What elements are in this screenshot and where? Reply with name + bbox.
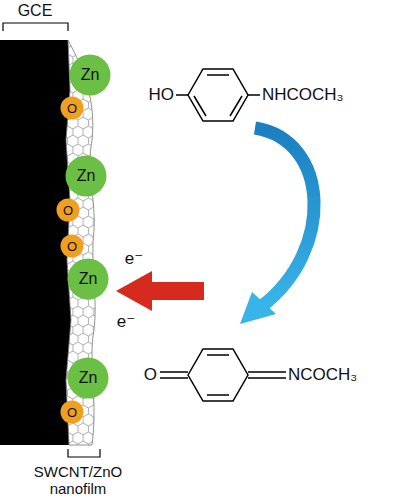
atom-symbol: Zn (77, 167, 96, 185)
atom-text-holder: O (60, 400, 84, 424)
atom-text-holder: Zn (67, 258, 109, 300)
reaction-arrow (255, 128, 314, 306)
zinc-atom: Zn (67, 357, 109, 399)
atom-circle (68, 259, 109, 300)
zinc-atom: Zn (67, 258, 109, 300)
atom-circle (61, 401, 84, 424)
electrode-label: GCE (18, 2, 53, 20)
zinc-atom: Zn (69, 54, 111, 96)
oxygen-atom: O (56, 198, 80, 222)
atom-symbol: O (67, 239, 77, 254)
film-label: SWCNT/ZnO nanofilm (30, 463, 126, 498)
atom-symbol: O (63, 203, 73, 218)
atom-circle (57, 199, 80, 222)
amide-group: NHCOCH₃ (262, 85, 344, 105)
paracetamol-ring (176, 69, 260, 121)
hydroxyl-group: HO (149, 85, 175, 105)
electron-label: e⁻ (125, 249, 143, 269)
atom-symbol: Zn (81, 66, 100, 84)
atom-text-holder: Zn (65, 155, 107, 197)
atom-circle (70, 55, 111, 96)
film-bracket (68, 449, 100, 457)
imine-group: NCOCH₃ (288, 365, 357, 385)
atom-symbol: Zn (79, 270, 98, 288)
atom-text-holder: Zn (67, 357, 109, 399)
atom-text-holder: Zn (69, 54, 111, 96)
electron-arrow (152, 282, 204, 300)
napqi-ring (160, 349, 286, 401)
reaction-arrowhead (240, 292, 276, 324)
atom-symbol: O (67, 405, 77, 420)
oxygen-atom: O (60, 234, 84, 258)
atom-text-holder: O (60, 234, 84, 258)
oxygen-atom: O (60, 400, 84, 424)
gce-electrode (0, 40, 71, 445)
atom-text-holder: O (60, 96, 84, 120)
oxygen-atom: O (60, 96, 84, 120)
atom-circle (66, 156, 107, 197)
atom-circle (61, 97, 84, 120)
atom-circle (68, 358, 109, 399)
carbonyl-oxygen: O (144, 365, 157, 385)
atom-circle (61, 235, 84, 258)
zinc-atom: Zn (65, 155, 107, 197)
atom-symbol: Zn (79, 369, 98, 387)
atom-text-holder: O (56, 198, 80, 222)
gce-bracket (3, 23, 68, 31)
atom-symbol: O (67, 101, 77, 116)
electron-label: e⁻ (117, 312, 135, 332)
electron-arrowhead (116, 271, 152, 311)
